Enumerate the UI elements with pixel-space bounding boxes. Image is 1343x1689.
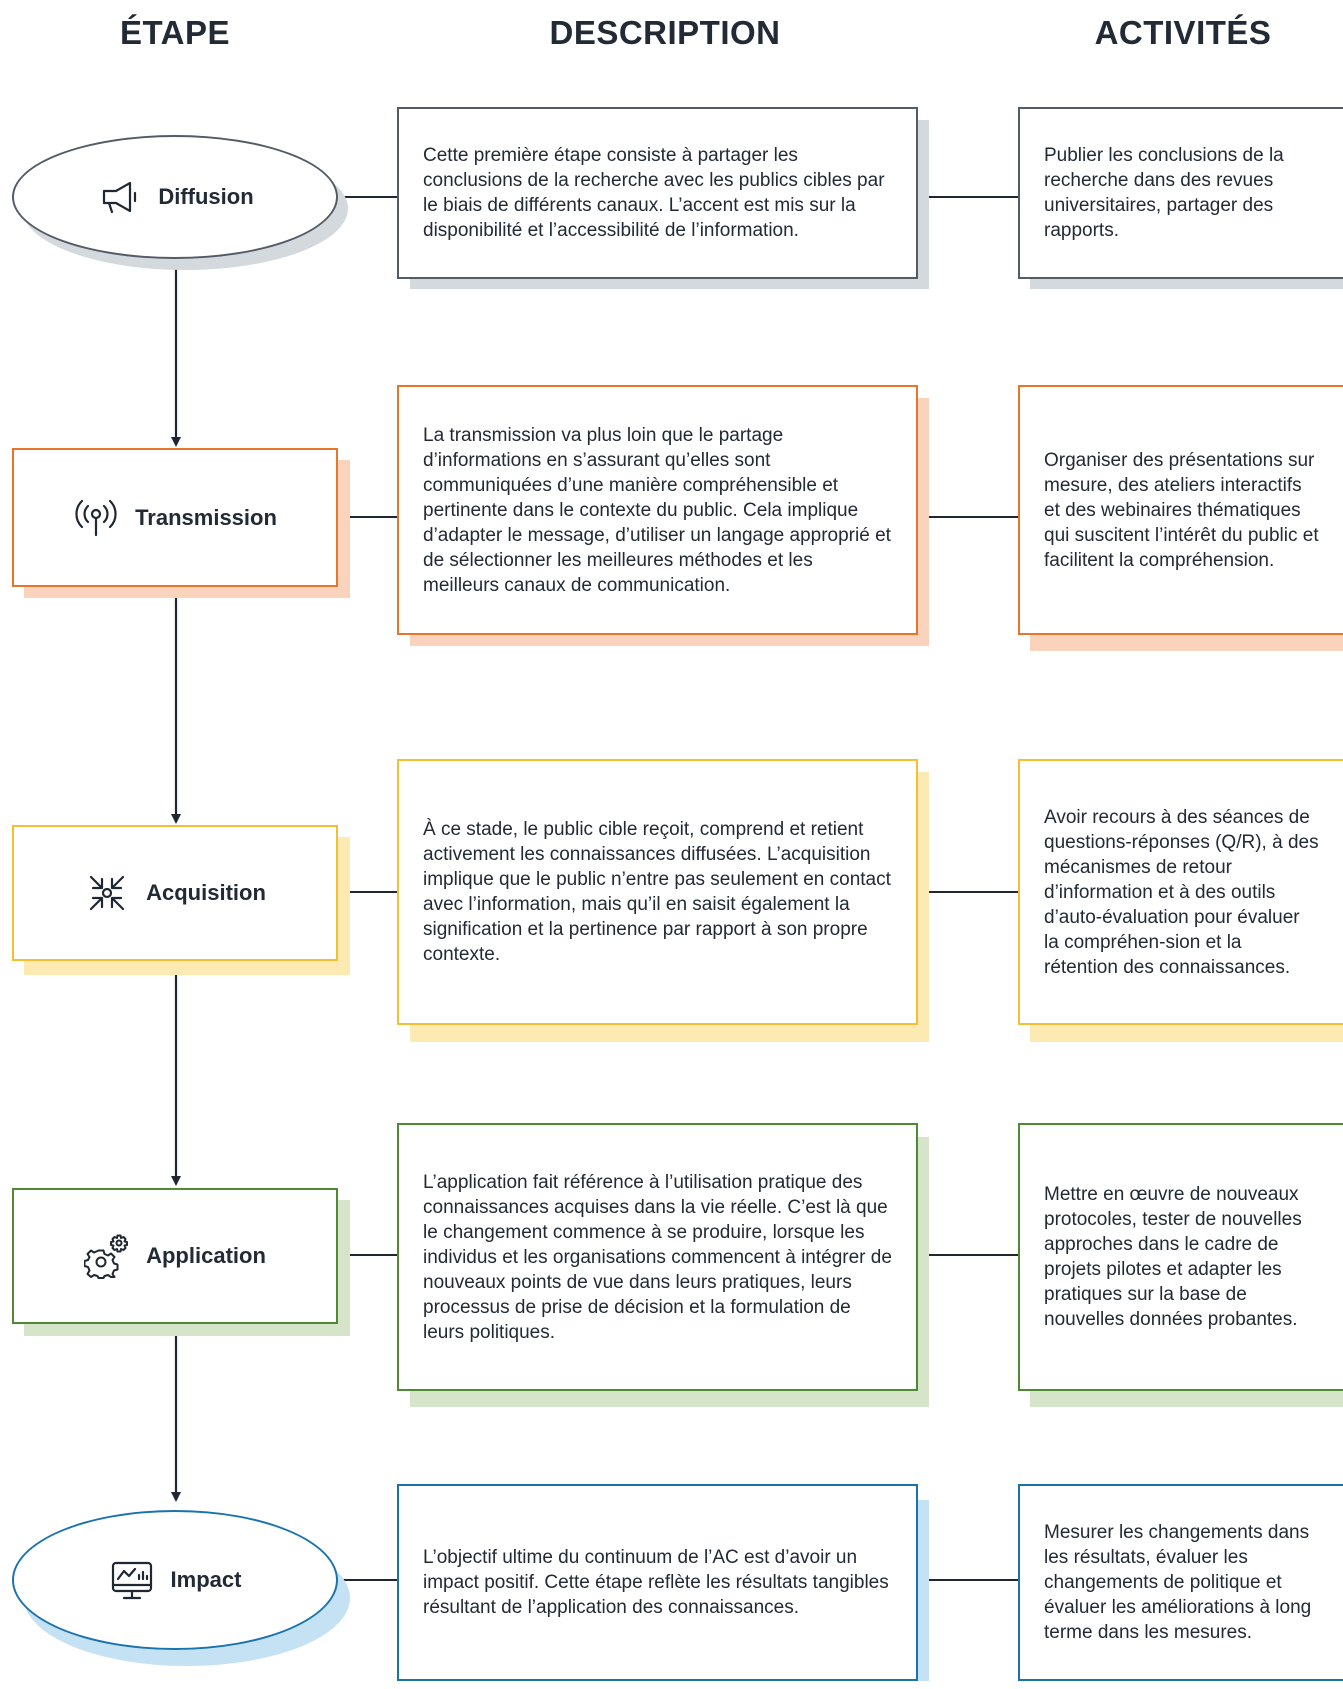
- activities-application: Mettre en œuvre de nouveaux protocoles, …: [1018, 1123, 1343, 1391]
- description-transmission: La transmission va plus loin que le part…: [397, 385, 918, 635]
- activities-text-transmission: Organiser des présentations sur mesure, …: [1044, 449, 1319, 571]
- stage-label-impact: Impact: [170, 1567, 242, 1592]
- stage-acquisition: Acquisition: [12, 825, 338, 961]
- monitor-chart-icon: [109, 1557, 155, 1603]
- activities-diffusion: Publier les conclusions de la recherche …: [1018, 107, 1343, 279]
- header-description: DESCRIPTION: [549, 14, 781, 51]
- stage-label-acquisition: Acquisition: [146, 880, 266, 905]
- activities-text-diffusion: Publier les conclusions de la recherche …: [1044, 145, 1284, 241]
- stage-label-application: Application: [146, 1243, 266, 1268]
- description-text-application: L’application fait référence à l’utilisa…: [423, 1171, 892, 1343]
- stage-diffusion: Diffusion: [12, 135, 338, 259]
- megaphone-icon: [96, 174, 142, 220]
- header-stage: ÉTAPE: [119, 14, 231, 51]
- activities-acquisition: Avoir recours à des séances de questions…: [1018, 759, 1343, 1025]
- stage-label-diffusion: Diffusion: [158, 184, 254, 209]
- broadcast-antenna-icon: [73, 495, 119, 541]
- activities-text-impact: Mesurer les changements dans les résulta…: [1044, 1522, 1312, 1643]
- stage-impact: Impact: [12, 1510, 338, 1650]
- gears-icon: [84, 1233, 130, 1279]
- description-text-acquisition: À ce stade, le public cible reçoit, comp…: [423, 819, 891, 965]
- stage-label-transmission: Transmission: [135, 504, 277, 530]
- header-activities: ACTIVITÉS: [1094, 14, 1272, 51]
- activities-text-acquisition: Avoir recours à des séances de questions…: [1044, 806, 1319, 978]
- description-application: L’application fait référence à l’utilisa…: [397, 1123, 918, 1391]
- description-text-impact: L’objectif ultime du continuum de l’AC e…: [423, 1547, 889, 1618]
- description-text-diffusion: Cette première étape consiste à partager…: [423, 145, 885, 241]
- description-acquisition: À ce stade, le public cible reçoit, comp…: [397, 759, 918, 1025]
- description-impact: L’objectif ultime du continuum de l’AC e…: [397, 1484, 918, 1681]
- description-text-transmission: La transmission va plus loin que le part…: [423, 424, 891, 596]
- activities-transmission: Organiser des présentations sur mesure, …: [1018, 385, 1343, 635]
- stage-application: Application: [12, 1188, 338, 1324]
- converge-arrows-icon: [84, 870, 130, 916]
- description-diffusion: Cette première étape consiste à partager…: [397, 107, 918, 279]
- activities-impact: Mesurer les changements dans les résulta…: [1018, 1484, 1343, 1681]
- activities-text-application: Mettre en œuvre de nouveaux protocoles, …: [1044, 1184, 1302, 1330]
- stage-transmission: Transmission: [12, 448, 338, 587]
